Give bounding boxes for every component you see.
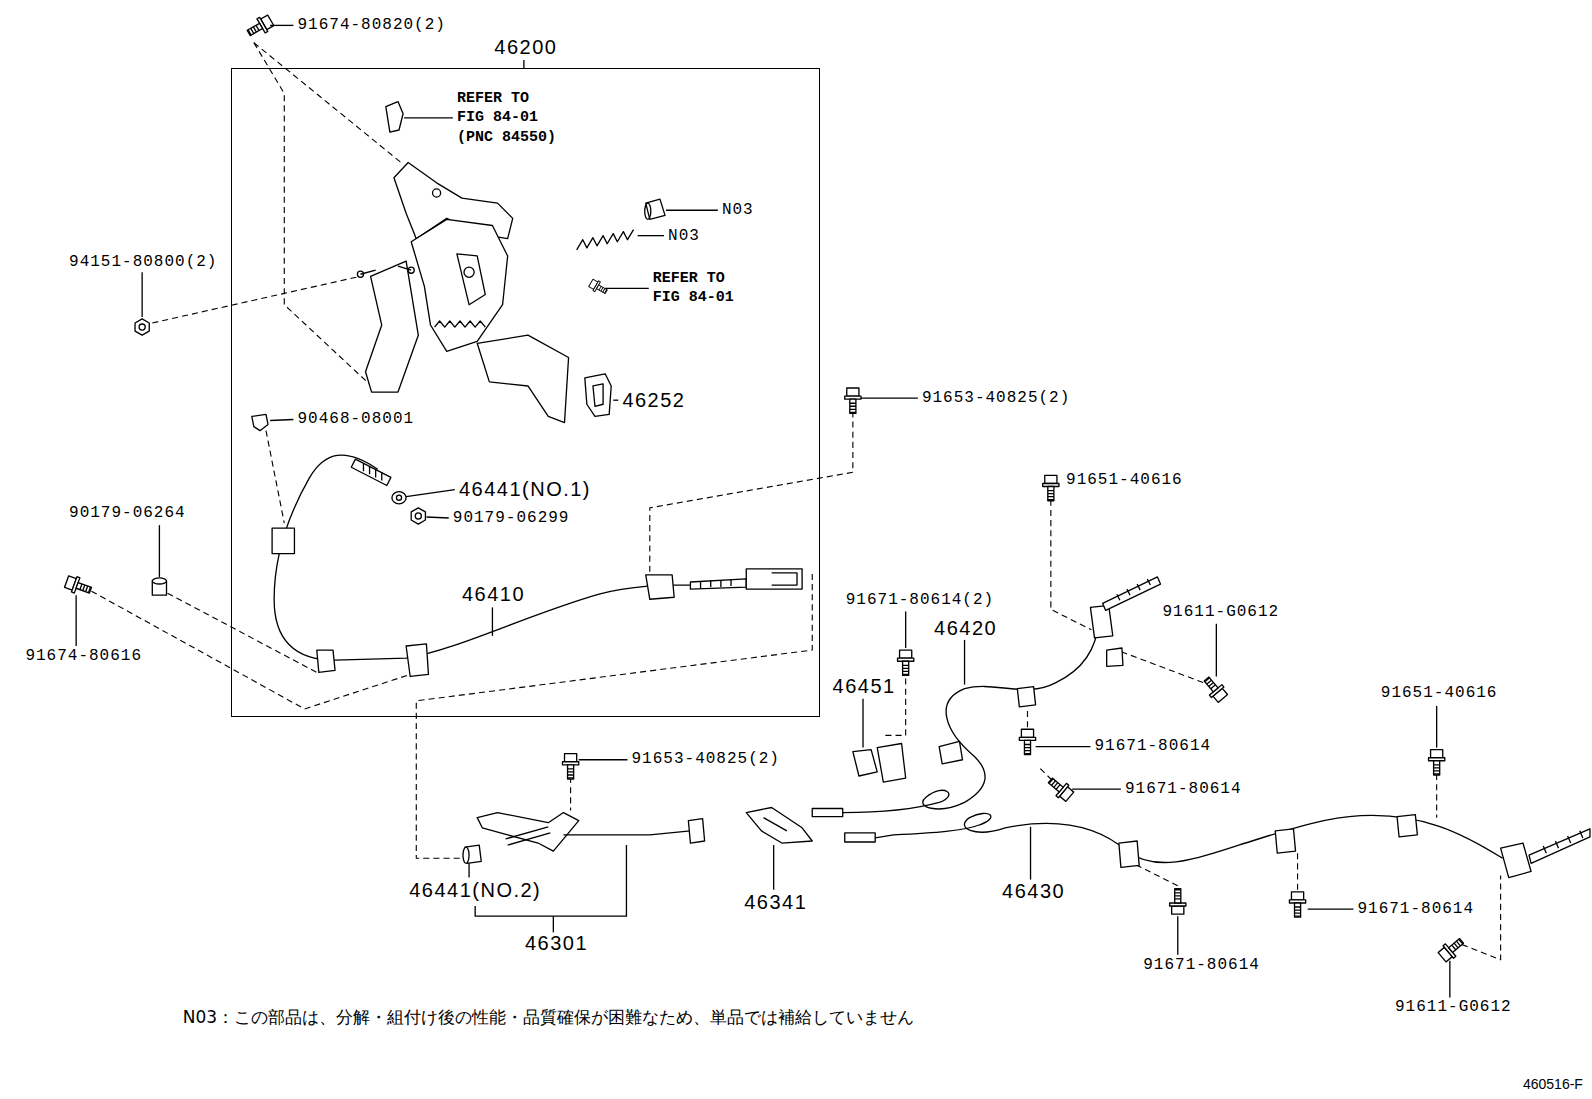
callout-number: 46420	[934, 617, 997, 640]
callout-number: 46341	[744, 891, 807, 914]
reference-note: REFER TO FIG 84-01	[653, 269, 739, 308]
part-number: 91671-80614	[1095, 737, 1212, 755]
part-number: 90179-06299	[453, 509, 570, 527]
callout-number: 46451	[833, 675, 896, 698]
part-number: 90179-06264	[69, 504, 186, 522]
part-number: 91671-80614	[1143, 956, 1260, 974]
part-number: 90468-08001	[297, 410, 414, 428]
part-number: N03	[668, 227, 700, 245]
figure-code: 460516-F	[1523, 1076, 1583, 1092]
part-number: 91653-40825(2)	[632, 750, 780, 768]
assembly-frame: 46200	[231, 68, 820, 717]
callout-number: 46441(NO.1)	[459, 478, 591, 501]
part-number: 91671-80614	[1125, 780, 1242, 798]
assembly-number: 46200	[232, 36, 819, 59]
reference-note: REFER TO FIG 84-01 (PNC 84550)	[457, 89, 561, 148]
part-number: 91653-40825(2)	[922, 389, 1070, 407]
part-number: 91611-G0612	[1395, 998, 1512, 1016]
callout-number: 46301	[525, 932, 588, 955]
callout-number: 46410	[462, 583, 525, 606]
callout-number: 46430	[1002, 880, 1065, 903]
callout-number: 46252	[622, 389, 685, 412]
part-number: 91651-40616	[1381, 684, 1498, 702]
footnote: N03：この部品は、分解・組付け後の性能・品質確保が困難なため、単品では補給して…	[183, 1008, 914, 1028]
part-number: 91674-80820(2)	[297, 16, 445, 34]
part-number: 94151-80800(2)	[69, 253, 217, 271]
part-number: 91611-G0612	[1163, 603, 1280, 621]
part-number: 91651-40616	[1066, 471, 1183, 489]
part-number: 91671-80614	[1357, 900, 1474, 918]
part-number: N03	[722, 201, 754, 219]
part-number: 91674-80616	[25, 647, 142, 665]
callout-number: 46441(NO.2)	[409, 879, 541, 902]
part-number: 91671-80614(2)	[846, 591, 994, 609]
